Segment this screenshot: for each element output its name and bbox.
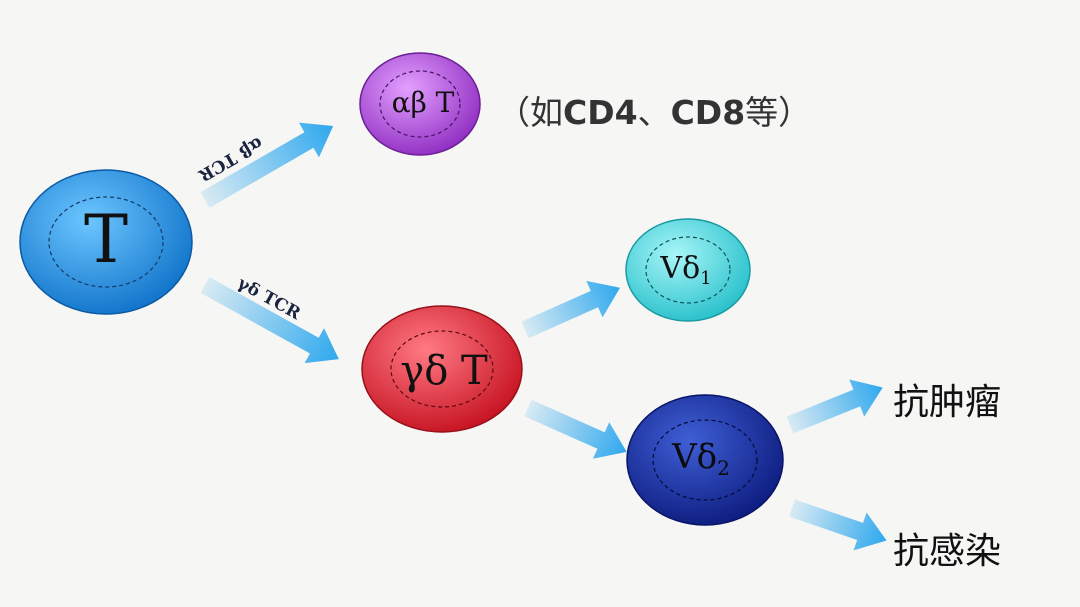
arrow-vd2-to-anti-infection [789,499,887,551]
outcome-anti-tumor: 抗肿瘤 [893,382,1002,423]
v-delta-1-cell: Vδ1 [625,218,751,322]
note-separator: 、 [637,93,671,132]
v-delta-1-subscript: 1 [700,268,711,289]
v-delta-2-label: Vδ [671,437,717,477]
note-cd4: CD4 [563,93,638,132]
v-delta-1-label: Vδ [659,251,700,286]
gamma-delta-t-cell: γδ T [361,305,523,433]
arrow-gd-to-vd2 [524,399,627,459]
alpha-beta-t-label: αβ T [392,86,455,119]
note-open: （如 [497,93,563,132]
svg-text:Vδ2: Vδ2 [671,437,730,480]
t-cell-label: T [84,201,128,278]
arrow-t-to-ab: αβ TCR [194,122,334,208]
v-delta-2-cell: Vδ2 [626,394,784,526]
note-etc: 等） [745,93,812,132]
svg-text:Vδ1: Vδ1 [659,251,711,289]
note-cd8: CD8 [670,93,746,132]
arrow-gd-to-vd1 [521,280,621,339]
alpha-beta-note: （如CD4、CD8等） [497,86,811,134]
t-cell: T [19,169,193,315]
v-delta-2-subscript: 2 [717,456,730,480]
arrow-vd2-to-anti-tumor [786,379,883,434]
alpha-beta-t-cell: αβ T [359,52,481,156]
gamma-delta-t-label: γδ T [400,348,488,394]
outcome-anti-infection: 抗感染 [893,531,1002,572]
arrow-t-to-gd: γδ TCR [200,273,339,364]
